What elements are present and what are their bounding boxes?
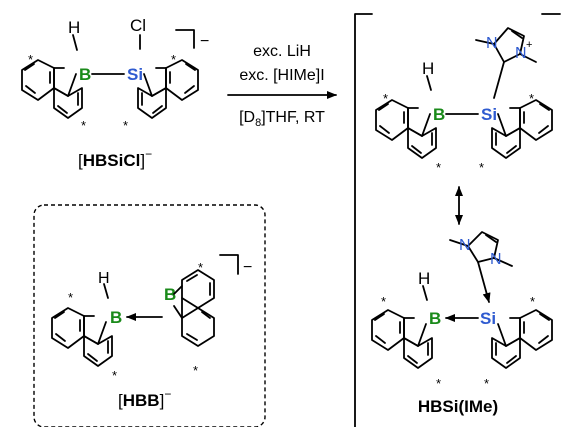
silafluorene-ring	[491, 99, 553, 159]
molecule-hbb: H B B * * * * −	[51, 254, 252, 383]
silicon-label: Si	[127, 65, 143, 84]
hbb-dashed-box	[33, 204, 266, 427]
boron-label: B	[433, 105, 445, 124]
borafluorene-ring	[21, 59, 83, 119]
product-compound-label: HBSi(IMe)	[418, 397, 498, 416]
hydrogen-label: H	[418, 269, 430, 288]
chlorine-label: Cl	[130, 16, 146, 35]
plus-sign: +	[526, 39, 532, 51]
nitrogen-label: N	[459, 237, 471, 254]
radical-mark: *	[28, 52, 33, 67]
product-resonance-form-dative: H B Si N N * * * *	[371, 231, 553, 391]
radical-mark: *	[123, 118, 128, 133]
radical-mark: *	[381, 294, 386, 309]
borafluorene-ring	[371, 309, 433, 369]
radical-mark: *	[81, 118, 86, 133]
nitrogen-label: N	[490, 251, 502, 268]
radical-mark: *	[530, 294, 535, 309]
product-bracket-left	[354, 13, 373, 427]
nitrogen-label: N	[515, 45, 527, 62]
boron-label: B	[110, 308, 122, 327]
radical-mark: *	[383, 91, 388, 106]
radical-mark: *	[68, 290, 73, 305]
radical-mark: *	[436, 160, 441, 175]
radical-mark: *	[484, 376, 489, 391]
radical-mark: *	[112, 368, 117, 383]
hydrogen-label: H	[98, 270, 110, 287]
radical-mark: *	[198, 260, 203, 275]
molecule-hbsicl: H B Si Cl * * * * −	[21, 16, 209, 133]
charge-sign: −	[243, 259, 252, 276]
radical-mark: *	[171, 52, 176, 67]
hbb-compound-label: [HBB]−	[118, 387, 171, 410]
boron-label: B	[429, 309, 441, 328]
radical-mark: *	[529, 91, 534, 106]
silafluorene-ring	[491, 309, 553, 369]
radical-mark: *	[479, 160, 484, 175]
start-compound-label: [HBSiCl]−	[78, 147, 152, 170]
product-resonance-form-ylidic: H B Si N N + * * * *	[375, 27, 553, 175]
boron-label: B	[79, 65, 91, 84]
boron-label: B	[164, 285, 176, 304]
charge-bracket	[219, 254, 239, 275]
silicon-label: Si	[480, 309, 496, 328]
charge-bracket	[175, 29, 195, 49]
reagent-lih: exc. LiH	[253, 43, 311, 60]
nitrogen-label: N	[486, 35, 498, 52]
radical-mark: *	[193, 363, 198, 378]
radical-mark: *	[436, 376, 441, 391]
charge-sign: −	[200, 33, 209, 50]
hydrogen-label: H	[68, 18, 80, 37]
borafluorene-ring	[51, 307, 113, 367]
silicon-label: Si	[481, 105, 497, 124]
borafluorene-ring	[375, 99, 437, 159]
b-h-bond	[72, 34, 78, 51]
reagent-himei: exc. [HIMe]I	[239, 67, 324, 84]
hydrogen-label: H	[422, 59, 434, 78]
silafluorene-ring	[137, 59, 199, 119]
solvent-conditions: [D8]THF, RT	[239, 109, 325, 129]
reaction-arrow: exc. LiH exc. [HIMe]I [D8]THF, RT	[227, 43, 337, 129]
